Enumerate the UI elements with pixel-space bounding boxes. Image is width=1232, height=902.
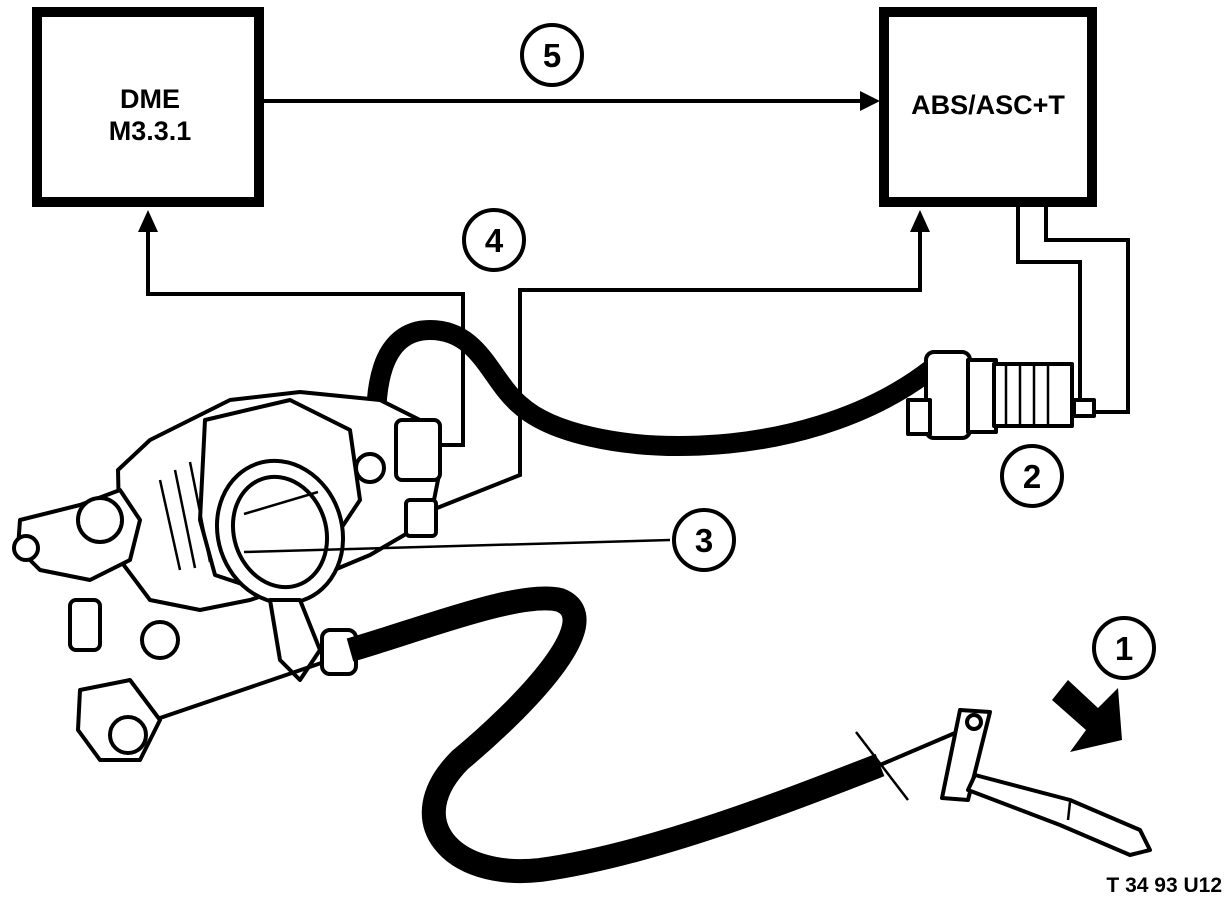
abs-asc-label: ABS/ASC+T bbox=[911, 90, 1065, 120]
arrowhead bbox=[860, 91, 880, 111]
callout-3-leader bbox=[243, 538, 671, 554]
callout-2-number: 2 bbox=[1023, 458, 1041, 495]
arrowhead bbox=[138, 210, 158, 232]
signal-line-4 bbox=[138, 210, 930, 512]
abs-asc-control-unit: ABS/ASC+T bbox=[879, 7, 1097, 207]
callout-4: 4 bbox=[462, 208, 526, 272]
callout-1-number: 1 bbox=[1115, 630, 1133, 667]
sensor-hose bbox=[366, 319, 940, 460]
accelerator-pedal bbox=[940, 708, 1152, 857]
arrowhead bbox=[910, 210, 930, 232]
throttle-body bbox=[12, 390, 442, 762]
dme-control-unit: DME M3.3.1 bbox=[32, 7, 264, 207]
callout-2: 2 bbox=[1000, 444, 1064, 508]
signal-line-5 bbox=[264, 91, 880, 111]
dme-label-line2: M3.3.1 bbox=[109, 116, 192, 146]
callout-5-number: 5 bbox=[543, 37, 561, 74]
dme-label-line1: DME bbox=[120, 84, 180, 114]
callout-3: 3 bbox=[672, 508, 736, 572]
callout-5: 5 bbox=[520, 23, 584, 87]
callout-3-number: 3 bbox=[695, 522, 713, 559]
figure-code: T 34 93 U12 bbox=[1106, 874, 1222, 897]
throttle-cable bbox=[320, 586, 963, 884]
callout-4-number: 4 bbox=[485, 222, 504, 259]
abs-sensor-wiring bbox=[1016, 205, 1130, 414]
pedal-position-sensor bbox=[906, 350, 1096, 440]
pedal-press-arrow bbox=[1052, 680, 1122, 752]
callout-1: 1 bbox=[1092, 616, 1156, 680]
